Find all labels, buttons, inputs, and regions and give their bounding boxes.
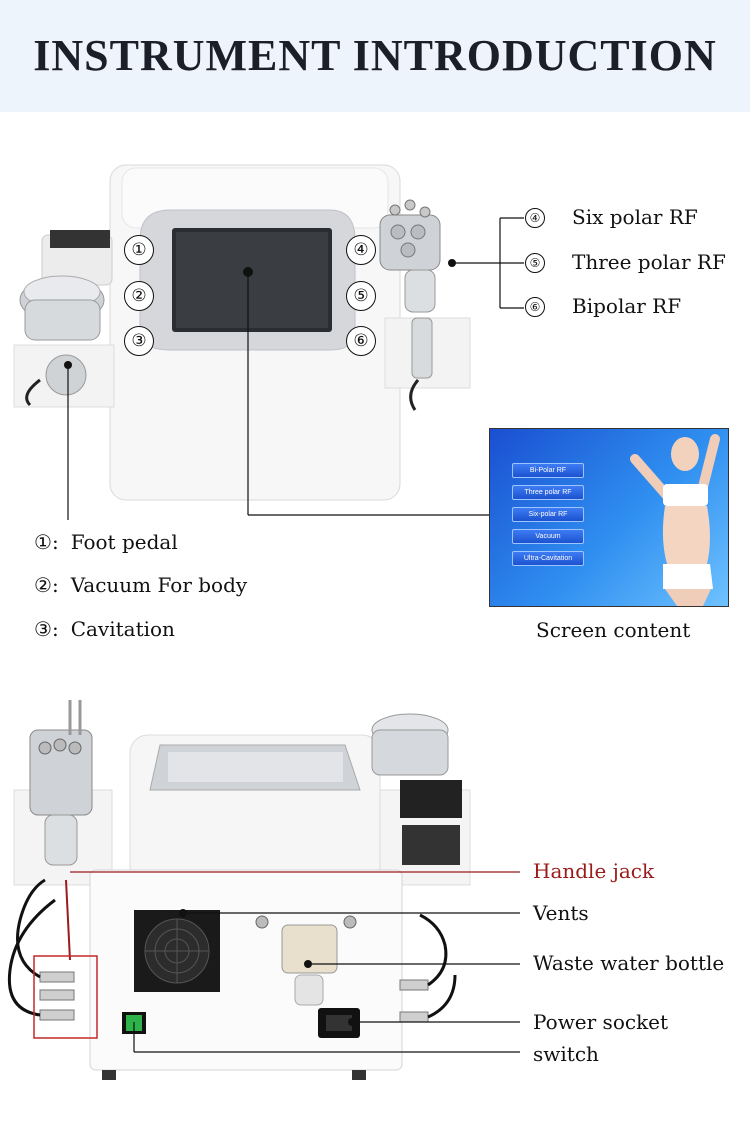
screen-menu-three-polar: Three polar RF	[512, 485, 584, 500]
legend-item-foot-pedal: ①:Foot pedal	[34, 530, 178, 554]
legend-item-vacuum: ②:Vacuum For body	[34, 573, 248, 597]
screen-caption: Screen content	[536, 618, 691, 642]
legend-bipolar-rf: Bipolar RF	[572, 294, 682, 318]
screen-menu-vacuum: Vacuum	[512, 529, 584, 544]
marker-2: ②	[124, 281, 154, 311]
legend-six-polar-rf: Six polar RF	[572, 205, 698, 229]
screen-content-image: Bi-Polar RF Three polar RF Six-polar RF …	[489, 428, 729, 607]
screen-menu-six-polar: Six-polar RF	[512, 507, 584, 522]
screen-menu-cavitation: Ultra-Cavitation	[512, 551, 584, 566]
title-banner: INSTRUMENT INTRODUCTION	[0, 0, 750, 112]
marker-5: ⑤	[346, 281, 376, 311]
legend-text-cavitation: Cavitation	[70, 617, 175, 641]
label-vents: Vents	[533, 901, 589, 925]
label-handle-jack: Handle jack	[533, 859, 655, 883]
legend-text-foot-pedal: Foot pedal	[70, 530, 178, 554]
legend-three-polar-rf: Three polar RF	[572, 250, 726, 274]
legend-text-vacuum: Vacuum For body	[70, 573, 248, 597]
legend-num-2: ②	[34, 573, 52, 597]
label-waste-water-bottle: Waste water bottle	[533, 951, 725, 975]
legend-item-cavitation: ③:Cavitation	[34, 617, 175, 641]
model-figure	[630, 434, 720, 606]
legend-num-4: ④	[525, 208, 545, 228]
screen-menu-bipolar: Bi-Polar RF	[512, 463, 584, 478]
legend-num-1: ①	[34, 530, 52, 554]
marker-4: ④	[346, 235, 376, 265]
label-switch: switch	[533, 1042, 599, 1066]
marker-3: ③	[124, 326, 154, 356]
marker-1: ①	[124, 235, 154, 265]
label-power-socket: Power socket	[533, 1010, 669, 1034]
legend-num-6: ⑥	[525, 297, 545, 317]
legend-num-3: ③	[34, 617, 52, 641]
marker-6: ⑥	[346, 326, 376, 356]
legend-num-5: ⑤	[525, 253, 545, 273]
page-title: INSTRUMENT INTRODUCTION	[33, 31, 717, 80]
